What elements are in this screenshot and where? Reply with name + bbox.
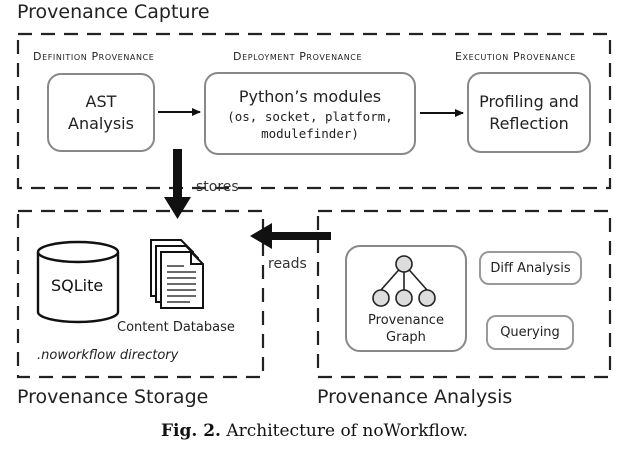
sqlite-label: SQLite bbox=[51, 276, 104, 295]
provenance-graph-label: Provenance Graph bbox=[346, 312, 466, 346]
definition-provenance-label: Definition Provenance bbox=[33, 50, 155, 63]
stores-label: stores bbox=[196, 179, 239, 195]
python-modules-box: Python’s modules (os, socket, platform, … bbox=[204, 72, 416, 155]
deployment-provenance-label: Deployment Provenance bbox=[233, 50, 363, 63]
capture-region-frame bbox=[16, 32, 612, 190]
ast-analysis-line1: AST bbox=[85, 91, 117, 111]
execution-provenance-label: Execution Provenance bbox=[455, 50, 576, 63]
profiling-reflection-box: Profiling and Reflection bbox=[467, 72, 591, 153]
caption-label: Fig. 2. bbox=[160, 421, 221, 441]
stores-arrow bbox=[164, 149, 191, 219]
sqlite-cylinder bbox=[36, 240, 120, 324]
ast-analysis-box: AST Analysis bbox=[47, 73, 155, 152]
analysis-region-title: Provenance Analysis bbox=[317, 386, 513, 408]
profiling-line2: Reflection bbox=[489, 113, 569, 133]
provenance-graph-line2: Graph bbox=[386, 330, 426, 345]
reads-label: reads bbox=[268, 256, 307, 272]
storage-region-frame bbox=[16, 209, 265, 379]
querying-box: Querying bbox=[486, 315, 574, 350]
diff-analysis-box: Diff Analysis bbox=[479, 251, 582, 285]
python-modules-title: Python’s modules bbox=[238, 86, 382, 106]
storage-region-title: Provenance Storage bbox=[17, 386, 209, 408]
ast-analysis-line2: Analysis bbox=[68, 113, 134, 133]
reads-arrow bbox=[250, 223, 331, 249]
noworkflow-directory-label: .noworkflow directory bbox=[37, 348, 179, 363]
provenance-graph-line1: Provenance bbox=[368, 313, 444, 328]
document-stack-icon bbox=[150, 239, 204, 309]
python-modules-list-line1: (os, socket, platform, bbox=[227, 108, 393, 124]
python-modules-list-line2: modulefinder) bbox=[261, 125, 359, 141]
tree-graph-icon bbox=[372, 255, 436, 307]
figure-caption: Fig. 2. Architecture of noWorkflow. bbox=[0, 421, 629, 441]
analysis-region-frame bbox=[316, 209, 612, 379]
caption-text: Architecture of noWorkflow. bbox=[226, 421, 469, 441]
content-database-label: Content Database bbox=[117, 320, 235, 335]
capture-region-title: Provenance Capture bbox=[17, 1, 210, 23]
profiling-line1: Profiling and bbox=[479, 91, 579, 111]
